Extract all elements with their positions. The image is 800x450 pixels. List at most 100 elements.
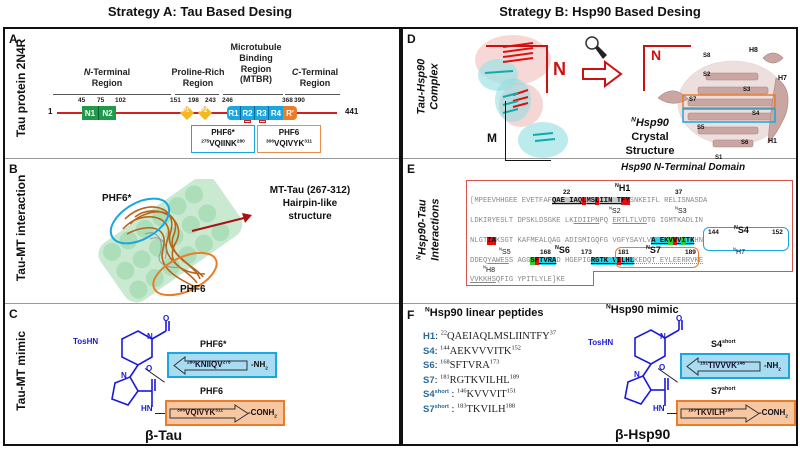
peptide-seq: TKVILH	[466, 403, 506, 415]
strand-name-sup: short	[722, 339, 736, 345]
peptide-key: H1	[423, 331, 436, 342]
seq-start: 306	[177, 408, 186, 414]
seq-end: 152	[511, 344, 521, 351]
s4-start: 144	[708, 229, 719, 236]
phf6-star-name: PHF6*	[211, 128, 235, 137]
hairpin-annotation: MT-Tau (267-312) Hairpin-like structure	[250, 184, 370, 223]
h7-label: NH7	[733, 246, 745, 256]
structure-label-s5: S5	[697, 125, 705, 131]
n-domain-bracket	[486, 45, 548, 93]
seq-end: 275	[222, 360, 231, 366]
domain-p1: P1	[179, 105, 195, 121]
n-atom-label: N	[634, 370, 640, 379]
residue-tick: 198	[188, 97, 199, 104]
phf6-star-strand-box: 280KNIIQV275 -NH2	[167, 352, 277, 378]
panel-letter: A	[9, 32, 18, 46]
terminus-sub: 2	[785, 414, 788, 420]
side-label-line: Interactions	[429, 198, 441, 261]
side-label-line: Complex	[428, 63, 440, 110]
region-c-terminal: C-Terminal Region	[285, 67, 345, 89]
label-sup: N	[646, 245, 650, 251]
terminus-sub: 2	[778, 367, 781, 373]
structure-label-h7: H7	[778, 75, 787, 82]
seq-start: 22	[440, 329, 447, 337]
panel-f: F NHsp90 linear peptides H1: 22QAEIAQLMS…	[403, 304, 796, 446]
residue-tick: 243	[205, 97, 216, 104]
label-phf6: PHF6	[180, 284, 206, 295]
region-proline-rich: Proline-Rich Region	[165, 67, 231, 89]
sequence-row-5: VVKKHSQFIG YPITLYLE]KE	[470, 276, 565, 284]
structure-label-s8: S8	[703, 53, 711, 59]
mimic-title: NHsp90 mimic	[606, 304, 679, 316]
seq-start: 280	[187, 360, 196, 366]
peptide-key: S6	[423, 360, 435, 371]
terminus-label: -CONH2	[759, 408, 788, 420]
peptide-seq: KVVVIT	[466, 389, 507, 400]
residue-tick: 390	[294, 97, 305, 104]
region-label-part: N	[83, 67, 91, 77]
residue-tick: 102	[115, 97, 126, 104]
side-label: Tau-MT interaction	[14, 174, 29, 282]
s7-highlight-box	[682, 94, 776, 109]
residue-tick: 45	[78, 97, 86, 104]
peptide-item: S7short : 183TKVILH188	[423, 402, 515, 415]
region-label-part: Region	[299, 77, 331, 88]
hn-label: HN	[653, 404, 665, 413]
seq-end: 280	[236, 139, 245, 145]
n-atom-label: N	[660, 332, 666, 341]
seq-end: 188	[724, 408, 733, 414]
structure-label-s6: S6	[741, 140, 749, 146]
structure-label-s7: S7	[689, 97, 697, 103]
side-label: Tau-MT mimic	[14, 331, 29, 411]
panel-a: A Tau protein 2N4R N-Terminal Region Pro…	[5, 29, 399, 159]
seq-end: 173	[489, 358, 500, 366]
peptide-list: H1: 22QAEIAQLMSLIINTFY37 S4: 144AEKVVVIT…	[423, 330, 556, 417]
end-residue: 441	[345, 107, 359, 116]
start-residue: 1	[48, 107, 53, 116]
region-mtbr: Microtubule Binding Region (MTBR)	[223, 42, 289, 85]
phf6-box: PHF6 306VQIVYK311	[257, 125, 321, 153]
microtubule-lattice	[98, 179, 243, 303]
s7-start: 181	[618, 249, 629, 256]
label-name: H8	[486, 267, 495, 274]
annotation-line: Hairpin-like	[282, 198, 338, 209]
s4-short-strand-seq: 151TIVVVK146	[700, 361, 745, 370]
peptide-item: S6: 168SFTVRA173	[423, 358, 500, 371]
domain-r3: R3	[255, 106, 269, 120]
seq-text: TKVILH	[696, 408, 725, 417]
n-atom-label: N	[121, 371, 127, 380]
hollow-arrow-icon	[582, 60, 623, 88]
region-label-part: Binding	[239, 52, 273, 63]
strand-name-sup: short	[722, 386, 736, 392]
side-label: Tau-Hsp90 Complex	[415, 42, 440, 132]
s5-label: NS5	[499, 246, 511, 256]
label-m-domain: M	[487, 131, 497, 145]
residue-tick: 368	[282, 97, 293, 104]
label-sup: N	[733, 246, 737, 252]
compound-name: β-Hsp90	[615, 426, 671, 442]
peptide-item: S7: 181RGTKVILHL189	[423, 373, 520, 386]
sequence-row-2: LDKIRYESLT DPSKLDSGKE LKIDIIPNPQ ERTLTLV…	[470, 217, 703, 225]
strand-arrow-left-icon	[686, 357, 761, 376]
label-name: S7	[649, 245, 661, 255]
region-label-part: C	[291, 67, 299, 77]
seq-start: 183	[688, 408, 697, 414]
phf6-star-seq: VQIINK	[209, 138, 237, 148]
peptide-item: S4short : 146KVVVIT151	[423, 387, 517, 400]
seq-end: 188	[505, 402, 515, 409]
n-domain-bracket-crystal	[643, 45, 691, 91]
s4-end: 152	[772, 229, 783, 236]
label-name: S5	[502, 249, 511, 256]
strand-name: S4	[711, 339, 723, 349]
sequence-box-step	[593, 271, 793, 272]
label-line: Crystal	[631, 130, 669, 143]
structure-label-s1: S1	[715, 155, 723, 161]
terminus-label: -NH2	[251, 360, 268, 372]
seq-start: 146	[457, 387, 467, 395]
sequence-row-4: DDEQYAWESS AGGSFTVRAD HGEPIGRGTK VILHLKE…	[470, 257, 704, 265]
linear-peptides-title: NHsp90 linear peptides	[425, 307, 543, 319]
peptide-seq: RGTKVILHL	[449, 374, 510, 386]
strand-arrow-left-icon	[173, 356, 248, 375]
strategy-a-frame: A Tau protein 2N4R N-Terminal Region Pro…	[3, 27, 401, 446]
label-sup: N	[499, 246, 503, 252]
